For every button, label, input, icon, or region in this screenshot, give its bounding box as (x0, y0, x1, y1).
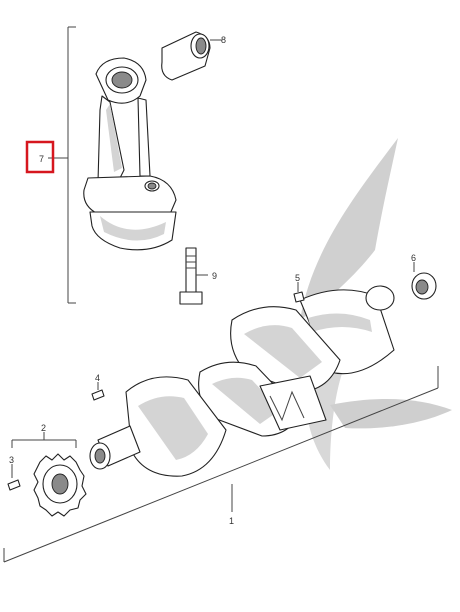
label-part-4: 4 (95, 373, 100, 383)
highlight-box-part-7[interactable] (25, 140, 55, 174)
crank-sprocket (11, 432, 87, 517)
crank-key (91, 382, 105, 401)
piston-pin-bush (161, 31, 222, 81)
conrod-group-bracket (55, 26, 76, 304)
label-part-8: 8 (221, 35, 226, 45)
pilot-bearing (411, 262, 437, 300)
connecting-rod (48, 57, 177, 251)
label-part-6: 6 (411, 253, 416, 263)
sprocket-key (7, 464, 21, 491)
label-part-1: 1 (229, 516, 234, 526)
crankshaft-group-bracket (3, 366, 439, 563)
label-part-3: 3 (9, 455, 14, 465)
dowel-pin (293, 282, 305, 303)
watermark-logo (300, 138, 452, 470)
label-part-2: 2 (41, 423, 46, 433)
crankshaft (89, 285, 395, 512)
label-part-9: 9 (212, 271, 217, 281)
conrod-bolt (179, 247, 208, 305)
label-part-5: 5 (295, 273, 300, 283)
label-part-7: 7 (39, 154, 44, 164)
